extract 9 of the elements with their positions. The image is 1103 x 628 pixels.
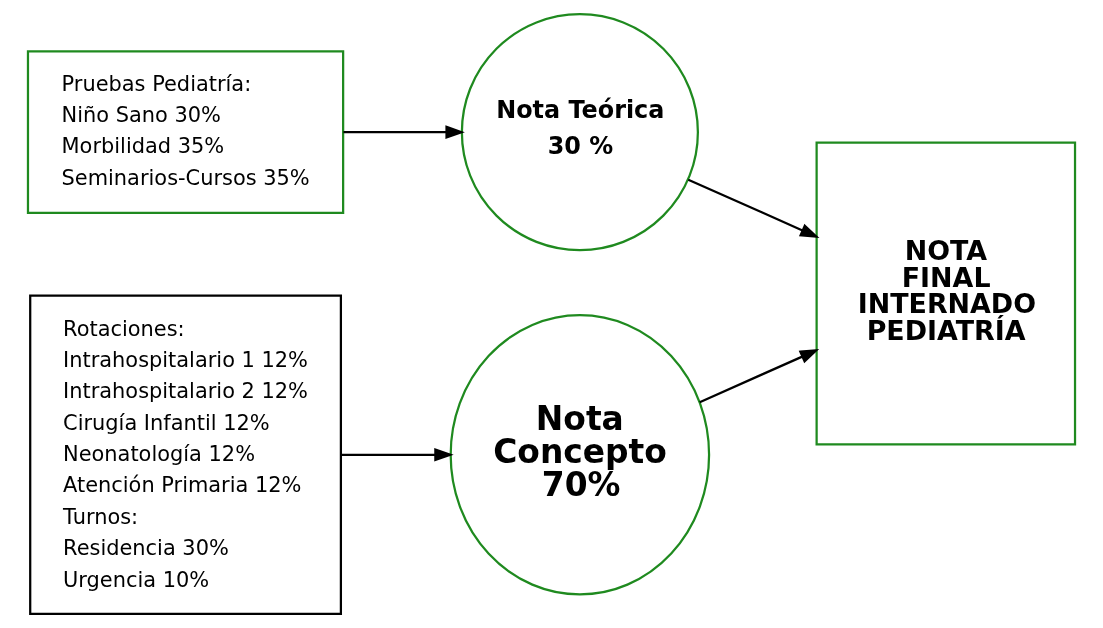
node-circle: Nota Teórica 30 % <box>460 13 699 252</box>
node-box: Rotaciones: Intrahospitalario 1 12% Intrahospitalario 2 12% Cirugía Infantil 12% Neonatología 12% Atención Primaria 12% Turnos: Residencia 30% Urgencia 10% <box>29 294 342 615</box>
arrow <box>699 349 820 404</box>
node-box: NOTA FINAL INTERNADO PEDIATRÍA <box>815 141 1077 446</box>
arrow <box>341 447 454 462</box>
node-box: Pruebas Pediatría: Niño Sano 30% Morbilidad 35% Seminarios-Cursos 35% <box>26 50 345 214</box>
arrow <box>343 125 465 139</box>
node-circle: Nota Concepto 70% <box>449 314 711 596</box>
arrow <box>687 178 820 238</box>
